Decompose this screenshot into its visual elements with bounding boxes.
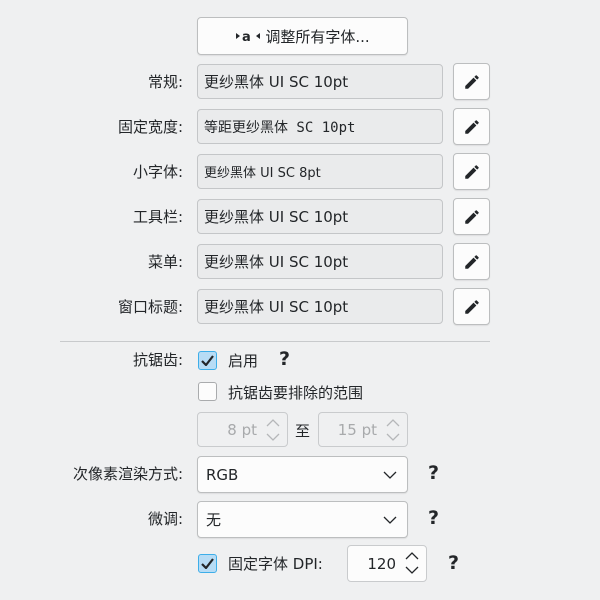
exclude-to-value: 15 pt [337,420,377,439]
fixed-dpi-label: 固定字体 DPI: [228,555,323,573]
font-value: 更纱黑体 UI SC 8pt [204,166,321,181]
hinting-combo[interactable]: 无 [197,501,408,538]
pencil-icon [464,299,479,314]
hinting-help-icon[interactable]: ? [428,507,440,529]
font-row-label: 小字体: [132,163,183,181]
checkmark-icon [201,355,214,366]
font-value-field: 等距更纱黑体 SC 10pt [197,109,443,144]
pencil-icon [464,119,479,134]
chevron-down-icon [383,471,397,479]
hinting-value: 无 [206,511,222,529]
pencil-icon [464,209,479,224]
adjust-all-fonts-button[interactable]: a 调整所有字体... [197,17,408,55]
exclude-range-label: 抗锯齿要排除的范围 [228,384,364,402]
edit-font-button[interactable] [453,198,490,235]
spin-arrows-icon [405,552,419,574]
spin-arrows-icon [266,419,280,441]
font-value-field: 更纱黑体 UI SC 10pt [197,64,443,99]
fixed-dpi-checkbox[interactable] [198,554,217,573]
exclude-from-value: 8 pt [227,420,257,439]
adjust-all-fonts-label: 调整所有字体... [265,27,370,46]
font-row-label: 菜单: [147,253,183,271]
font-value-field: 更纱黑体 UI SC 10pt [197,289,443,324]
antialiasing-enable-label: 启用 [228,352,259,370]
font-value: 更纱黑体 UI SC 10pt [204,298,349,316]
exclude-from-spinbox[interactable]: 8 pt [197,412,288,447]
subpixel-help-icon[interactable]: ? [428,462,440,484]
svg-text:a: a [242,30,251,43]
font-value: 更纱黑体 UI SC 10pt [204,253,349,271]
exclude-range-checkbox[interactable] [198,382,217,401]
font-row-label: 工具栏: [132,208,183,226]
edit-font-button[interactable] [453,108,490,145]
font-value: 更纱黑体 UI SC 10pt [204,208,349,226]
separator [60,341,490,342]
font-adjust-icon: a [236,30,261,43]
pencil-icon [464,164,479,179]
edit-font-button[interactable] [453,288,490,325]
pencil-icon [464,74,479,89]
hinting-label: 微调: [147,510,183,528]
font-value-field: 更纱黑体 UI SC 10pt [197,199,443,234]
range-to-label: 至 [295,422,311,440]
spin-arrows-icon [386,419,400,441]
edit-font-button[interactable] [453,153,490,190]
font-value: 等距更纱黑体 SC 10pt [204,119,356,136]
subpixel-label: 次像素渲染方式: [72,465,183,483]
font-row-label: 常规: [147,73,183,91]
font-value: 更纱黑体 UI SC 10pt [204,73,349,91]
dpi-value: 120 [367,554,396,573]
subpixel-combo[interactable]: RGB [197,456,408,493]
checkmark-icon [201,558,214,569]
pencil-icon [464,254,479,269]
font-value-field: 更纱黑体 UI SC 8pt [197,154,443,189]
font-row-label: 窗口标题: [117,298,183,316]
dpi-help-icon[interactable]: ? [448,552,460,574]
font-row-label: 固定宽度: [117,118,183,136]
subpixel-value: RGB [206,465,239,484]
chevron-down-icon [383,516,397,524]
antialiasing-enable-checkbox[interactable] [198,351,217,370]
edit-font-button[interactable] [453,63,490,100]
exclude-to-spinbox[interactable]: 15 pt [318,412,408,447]
antialiasing-help-icon[interactable]: ? [279,348,291,370]
antialiasing-label: 抗锯齿: [132,351,183,369]
edit-font-button[interactable] [453,243,490,280]
font-value-field: 更纱黑体 UI SC 10pt [197,244,443,279]
dpi-spinbox[interactable]: 120 [347,545,427,582]
